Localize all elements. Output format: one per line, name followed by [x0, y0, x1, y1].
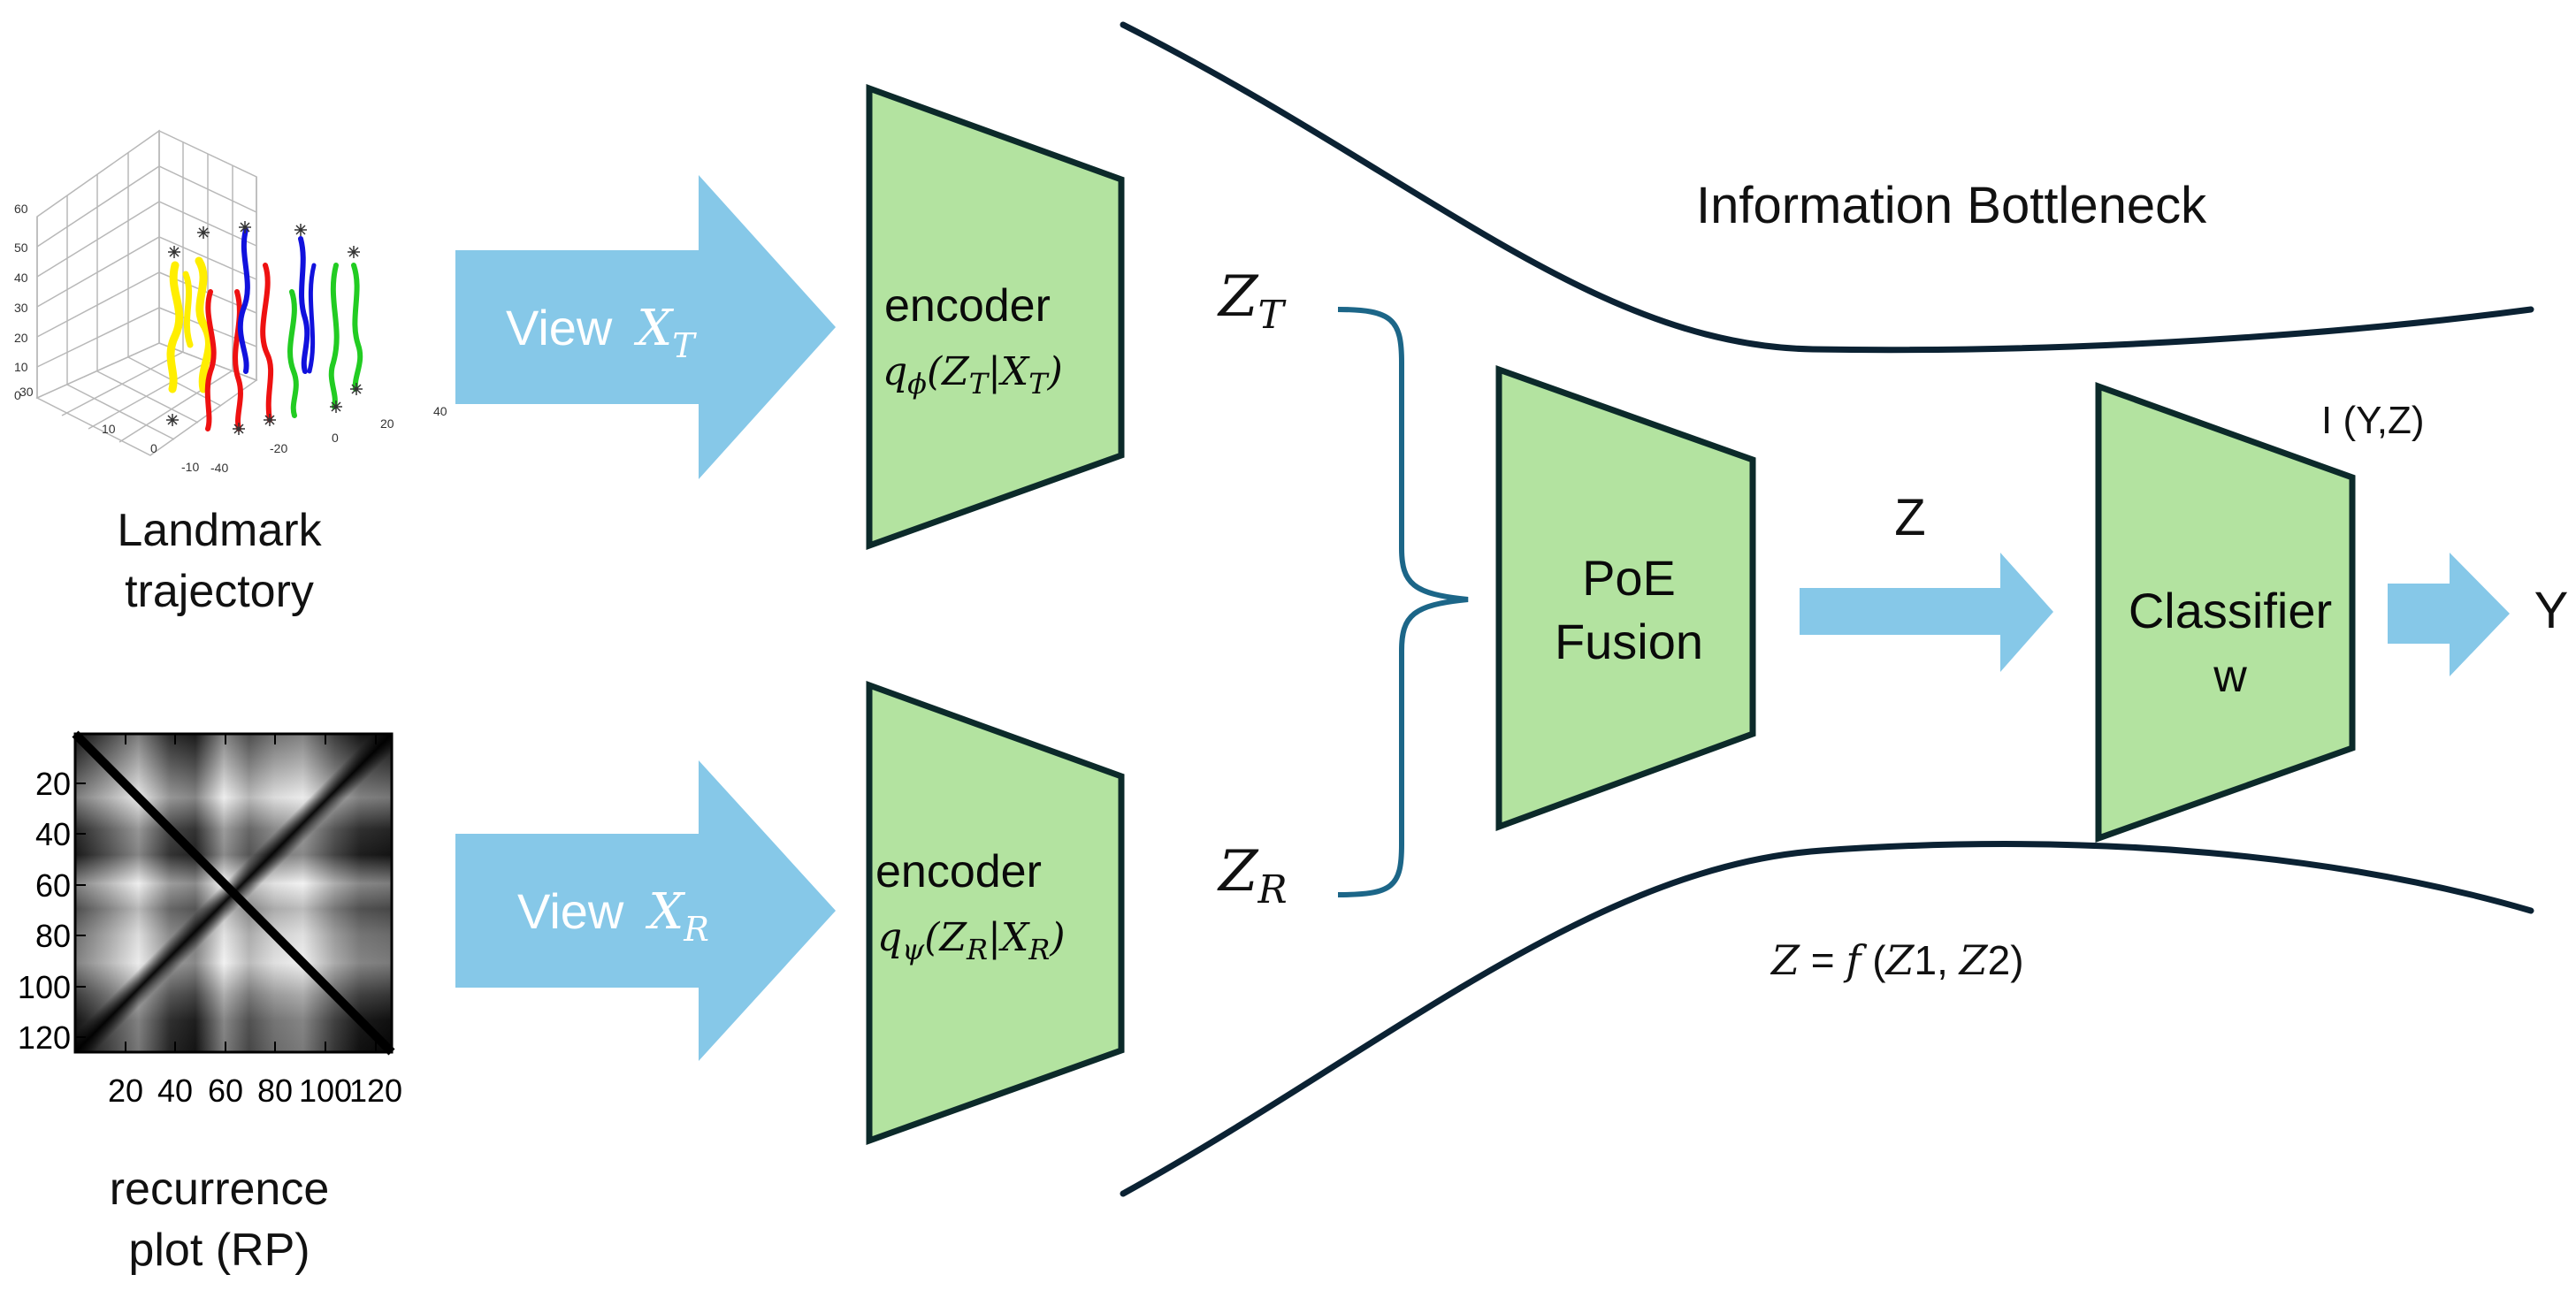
svg-text:0: 0	[150, 441, 157, 455]
svg-text:0: 0	[14, 388, 21, 402]
encoder-bottom-block	[866, 681, 1125, 1145]
svg-text:20: 20	[35, 766, 71, 802]
classifier-block	[2095, 382, 2356, 843]
svg-text:-20: -20	[270, 441, 287, 455]
recurrence-caption-line1: recurrence	[110, 1164, 330, 1215]
fusion-label-line2: Fusion	[1555, 614, 1703, 669]
view-top-arrow	[455, 175, 836, 479]
svg-text:30: 30	[14, 301, 28, 315]
view-bottom-label: View XR	[517, 883, 709, 949]
latent-bottom-label: ZR	[1217, 839, 1288, 912]
recurrence-caption-line2: plot (RP)	[128, 1225, 310, 1276]
svg-text:120: 120	[349, 1072, 402, 1109]
encoder-top-formula: qϕ(ZT|XT)	[883, 349, 1063, 401]
recurrence-plot: 20 40 60 80 100 120 20 40 60 80 100 120	[18, 730, 402, 1109]
svg-text:80: 80	[257, 1072, 293, 1109]
svg-text:20: 20	[14, 331, 28, 345]
latent-top-label: ZT	[1217, 264, 1287, 338]
svg-text:-10: -10	[181, 460, 199, 474]
trajectory-markers	[166, 221, 363, 435]
svg-text:40: 40	[35, 816, 71, 852]
bottleneck-upper-curve	[1120, 21, 2534, 354]
fused-latent-label: Z	[1894, 489, 1925, 546]
svg-text:100: 100	[18, 969, 71, 1005]
trajectory-y-ticks: 30 10 0 -10 -40	[19, 385, 228, 475]
classifier-label-line2: w	[2213, 651, 2247, 702]
svg-text:40: 40	[433, 404, 447, 418]
svg-text:40: 40	[157, 1072, 193, 1109]
svg-text:60: 60	[208, 1072, 243, 1109]
encoder-top-block	[866, 84, 1125, 550]
classifier-label-line1: Classifier	[2129, 583, 2332, 638]
fusion-formula: Z = f (Z1, Z2)	[1770, 936, 2024, 984]
encoder-top-label: encoder	[884, 280, 1051, 332]
view-top-label: View XT	[506, 300, 697, 365]
svg-text:20: 20	[380, 416, 394, 431]
svg-text:120: 120	[18, 1019, 71, 1056]
svg-text:0: 0	[332, 431, 339, 445]
latent-merge-brace	[1337, 307, 1469, 897]
fusion-to-classifier-arrow	[1800, 553, 2053, 672]
view-bottom-arrow	[455, 760, 836, 1061]
mutual-information-label: I (Y,Z)	[2321, 399, 2425, 442]
bottleneck-lower-curve	[1120, 841, 2534, 1197]
trajectory-caption-line1: Landmark	[117, 505, 322, 556]
svg-text:60: 60	[35, 867, 71, 904]
recurrence-tick-marks	[75, 734, 377, 1052]
encoder-bottom-label: encoder	[875, 846, 1042, 897]
svg-text:100: 100	[299, 1072, 352, 1109]
classifier-to-output-arrow	[2388, 553, 2510, 676]
svg-text:30: 30	[19, 385, 34, 399]
output-label: Y	[2534, 582, 2569, 639]
recurrence-y-ticks: 20 40 60 80 100 120	[18, 766, 71, 1056]
svg-text:80: 80	[35, 918, 71, 954]
fusion-label-line1: PoE	[1582, 550, 1676, 606]
encoder-bottom-formula: qψ(ZR|XR)	[877, 915, 1066, 966]
trajectory-z-ticks: 0 10 20 30 40 50 60	[14, 202, 28, 402]
diagram-title: Information Bottleneck	[1696, 177, 2207, 234]
plot-3d-grid	[35, 129, 258, 456]
svg-text:50: 50	[14, 240, 28, 255]
poe-fusion-block	[1495, 365, 1756, 832]
svg-text:10: 10	[14, 360, 28, 374]
trajectory-caption-line2: trajectory	[125, 566, 314, 617]
landmark-trajectory-plot: 0 10 20 30 40 50 60 30 10 0 -10 -40 -20 …	[14, 129, 447, 475]
svg-text:-40: -40	[210, 461, 228, 475]
trajectory-x-ticks: -20 0 20 40	[270, 404, 447, 455]
svg-text:10: 10	[102, 422, 116, 436]
svg-text:40: 40	[14, 271, 28, 285]
svg-text:20: 20	[108, 1072, 143, 1109]
svg-text:60: 60	[14, 202, 28, 216]
trajectory-lines	[166, 227, 363, 431]
recurrence-x-ticks: 20 40 60 80 100 120	[108, 1072, 402, 1109]
